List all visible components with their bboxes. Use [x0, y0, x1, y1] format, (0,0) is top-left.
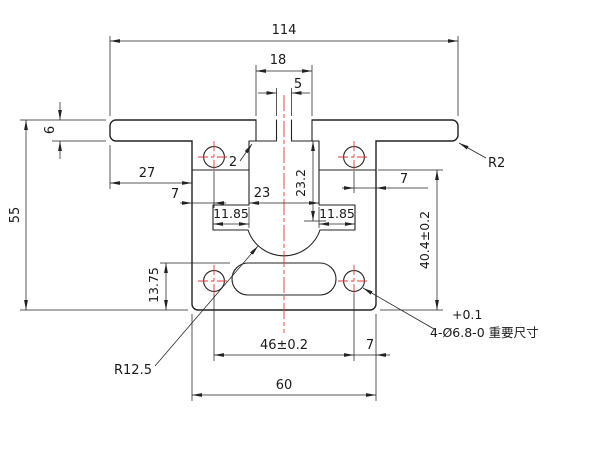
leader-cavity-radius	[154, 245, 259, 367]
leader-rib	[239, 143, 253, 162]
dim-cavity-height: 23.2	[293, 169, 308, 197]
leader-flange-radius	[458, 142, 487, 159]
ext-hole-edge-left	[192, 171, 215, 208]
dim-hole-edge-right: 7	[400, 172, 408, 187]
profile-inner-cavity	[191, 119, 377, 257]
centerlines	[198, 95, 370, 333]
dim-cavity-radius: R12.5	[114, 363, 152, 378]
dim-flange-overhang: 27	[139, 166, 156, 181]
dim-hole-tol-upper: +0.1	[452, 307, 482, 322]
dim-overall-width: 114	[272, 23, 297, 38]
ext-overall-width	[109, 36, 459, 116]
dim-hole-spacing: 46±0.2	[260, 338, 308, 353]
dimension-text: 114 18 5 6 55 27 2 23 7 7 23.2 11.85 11.…	[8, 23, 539, 393]
dim-flange-end-radius: R2	[488, 156, 505, 171]
ext-hole-edge-right	[353, 171, 428, 193]
dim-pocket-width-right: 11.85	[319, 206, 355, 221]
dim-top-slot-inner: 5	[294, 77, 302, 92]
ext-body-height	[378, 169, 443, 311]
dim-flange-thickness: 6	[43, 126, 58, 134]
dim-rib-thickness: 2	[229, 155, 237, 170]
dim-bottom-wall: 13.75	[146, 267, 161, 303]
dim-hole-callout: 4-Ø6.8-0 重要尺寸	[430, 325, 539, 340]
hole-centerline-cross	[198, 141, 370, 297]
dimension-lines	[20, 36, 487, 401]
dim-hole-edge-bottom: 7	[366, 338, 374, 353]
ext-hole-spacing	[213, 294, 355, 361]
dim-body-height: 40.4±0.2	[417, 211, 432, 269]
dim-overall-height: 55	[8, 207, 23, 224]
dim-hole-edge-left: 7	[171, 187, 179, 202]
dim-body-width: 60	[276, 378, 293, 393]
dim-pocket-width-left: 11.85	[213, 206, 249, 221]
dim-cavity-width: 23	[254, 186, 271, 201]
ext-top-slot	[255, 65, 313, 116]
ext-body-width	[191, 314, 377, 401]
ext-overall-height	[20, 119, 188, 311]
dim-top-slot-width: 18	[270, 53, 287, 68]
leader-hole-callout	[362, 287, 435, 330]
